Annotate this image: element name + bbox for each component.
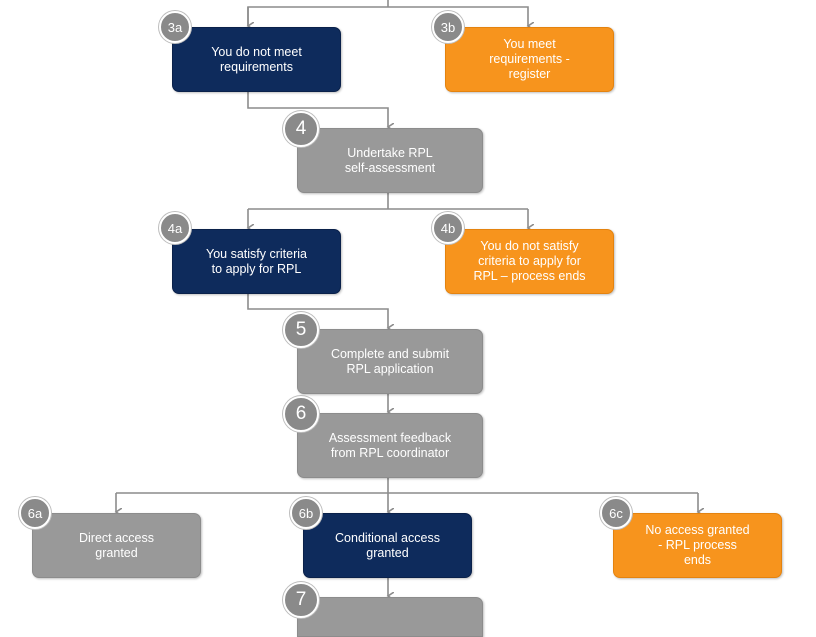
step-3b-text: You meet requirements - register — [489, 37, 570, 81]
step-6a-text: Direct access granted — [78, 530, 155, 560]
step-6c-text: No access granted - RPL process ends — [645, 523, 750, 567]
step-4a-text: You satisfy criteria to apply for RPL — [206, 246, 307, 276]
step-3a-badge: 3a — [159, 11, 191, 43]
step-6c-box: No access granted - RPL process ends — [613, 513, 782, 578]
step-6c-badge: 6c — [600, 497, 632, 529]
connector-3a-to-4 — [247, 92, 388, 127]
step-5-badge: 5 — [283, 312, 319, 348]
step-3b-box: You meet requirements - register — [445, 27, 614, 92]
step-4-text: Undertake RPL self-assessment — [344, 145, 436, 175]
step-4b-text: You do not satisfy criteria to apply for… — [473, 239, 586, 283]
step-3a-text: You do not meet requirements — [211, 44, 302, 74]
step-4a-box: You satisfy criteria to apply for RPL — [172, 229, 341, 294]
step-4-badge: 4 — [283, 111, 319, 147]
step-7-box — [297, 597, 483, 637]
step-6a-badge: 6a — [19, 497, 51, 529]
step-4b-box: You do not satisfy criteria to apply for… — [445, 229, 614, 294]
step-6b-badge: 6b — [290, 497, 322, 529]
step-4b-badge: 4b — [432, 212, 464, 244]
flow-connectors — [0, 0, 816, 620]
step-6-badge: 6 — [283, 396, 319, 432]
step-3b-badge: 3b — [432, 11, 464, 43]
step-7-badge: 7 — [283, 582, 319, 618]
step-6b-box: Conditional access granted — [303, 513, 472, 578]
connector-top-split — [247, 6, 528, 26]
step-4-box: Undertake RPL self-assessment — [297, 128, 483, 193]
step-6b-text: Conditional access granted — [335, 530, 440, 560]
step-4a-badge: 4a — [159, 212, 191, 244]
step-3a-box: You do not meet requirements — [172, 27, 341, 92]
step-5-text: Complete and submit RPL application — [330, 346, 450, 376]
step-5-box: Complete and submit RPL application — [297, 329, 483, 394]
step-6a-box: Direct access granted — [32, 513, 201, 578]
step-6-text: Assessment feedback from RPL coordinator — [328, 430, 452, 460]
step-6-box: Assessment feedback from RPL coordinator — [297, 413, 483, 478]
connector-4a-to-5 — [247, 294, 388, 328]
